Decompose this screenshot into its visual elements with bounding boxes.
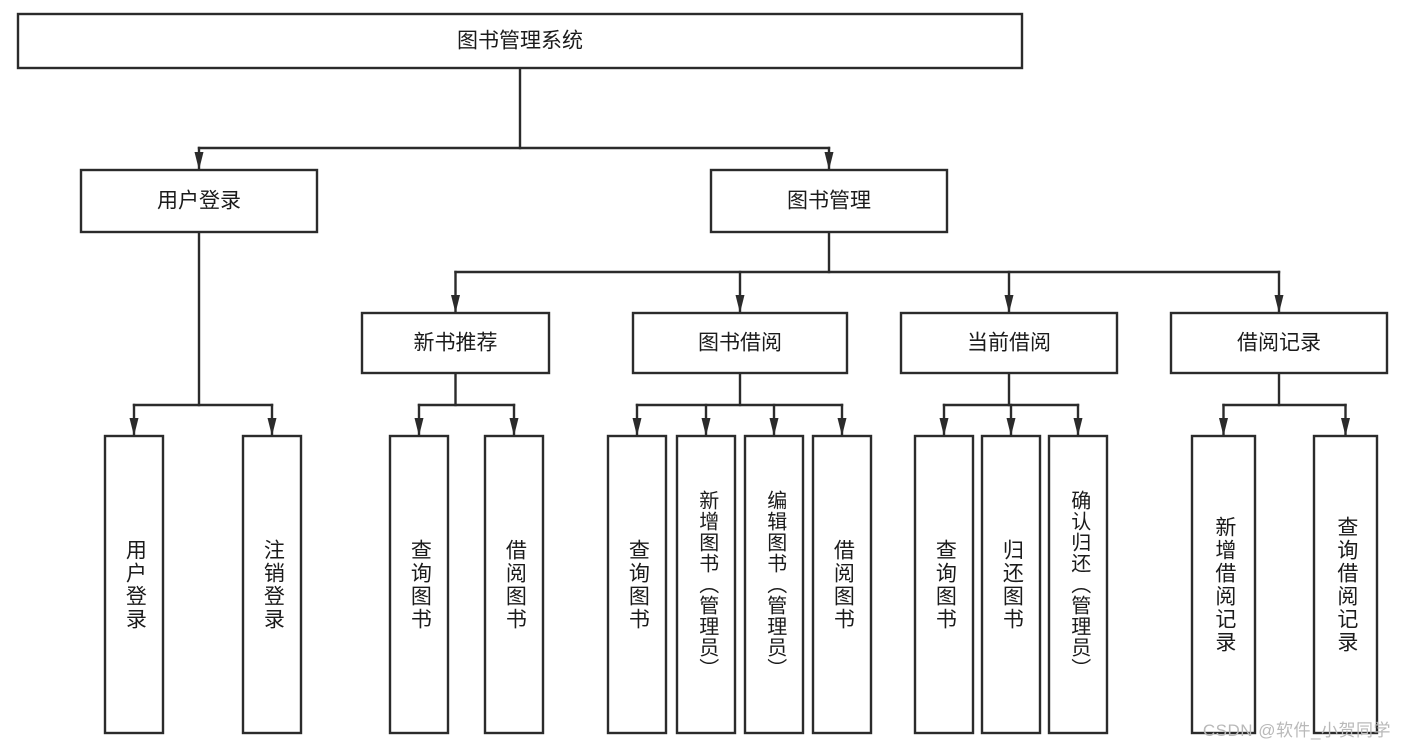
connector-arrow	[267, 418, 277, 436]
connector-arrow	[1004, 295, 1014, 313]
connector-arrow	[1219, 418, 1228, 436]
connector-arrow	[769, 418, 779, 436]
node-label-user-login: 用户登录	[157, 190, 241, 213]
connector-arrow	[735, 295, 745, 313]
node-box-leaf-return-book[interactable]	[980, 434, 1042, 735]
connectors-layer	[129, 66, 1350, 438]
node-box-leaf-query-book-current[interactable]	[913, 434, 975, 735]
connector-arrow	[939, 418, 949, 436]
node-label-book-borrow: 图书借阅	[698, 332, 782, 355]
node-box-leaf-query-borrow-record[interactable]	[1312, 434, 1379, 735]
node-box-book-manage[interactable]	[709, 168, 949, 234]
node-box-current-borrow[interactable]	[899, 311, 1119, 375]
connector-arrow	[701, 418, 711, 436]
node-box-leaf-query-book-recommend[interactable]	[388, 434, 450, 735]
node-box-leaf-borrow-book-recommend[interactable]	[483, 434, 545, 735]
node-label-borrow-record: 借阅记录	[1237, 332, 1321, 355]
node-label-current-borrow: 当前借阅	[967, 332, 1051, 355]
connector-arrow	[1274, 295, 1284, 313]
node-label-root: 图书管理系统	[457, 30, 583, 53]
connector-arrow	[1073, 418, 1083, 436]
connector-arrow	[451, 295, 460, 313]
connector-arrow	[632, 418, 642, 436]
node-box-borrow-record[interactable]	[1169, 311, 1389, 375]
connector-arrow	[1341, 418, 1350, 436]
node-label-new-book-recommend: 新书推荐	[414, 332, 498, 355]
node-box-leaf-user-logout[interactable]	[241, 434, 303, 735]
node-box-root[interactable]	[16, 12, 1024, 70]
connector-arrow	[129, 418, 139, 436]
node-box-new-book-recommend[interactable]	[360, 311, 551, 375]
connector-arrow	[509, 418, 519, 436]
node-box-user-login[interactable]	[79, 168, 319, 234]
connector-arrow	[194, 152, 204, 170]
node-box-leaf-add-book[interactable]	[675, 434, 737, 735]
node-box-leaf-edit-book[interactable]	[743, 434, 805, 735]
csdn-watermark: CSDN @软件_小贺同学	[1202, 721, 1391, 740]
boxes-layer	[16, 12, 1389, 735]
node-box-leaf-query-book-borrow[interactable]	[606, 434, 668, 735]
node-box-leaf-user-login[interactable]	[103, 434, 165, 735]
node-label-book-manage: 图书管理	[787, 190, 871, 213]
node-box-book-borrow[interactable]	[631, 311, 849, 375]
connector-arrow	[824, 152, 834, 170]
node-box-leaf-borrow-book[interactable]	[811, 434, 873, 735]
node-box-leaf-confirm-return[interactable]	[1047, 434, 1109, 735]
connector-arrow	[837, 418, 847, 436]
connector-arrow	[1006, 418, 1016, 436]
node-box-leaf-add-borrow-record[interactable]	[1190, 434, 1257, 735]
connector-arrow	[414, 418, 424, 436]
